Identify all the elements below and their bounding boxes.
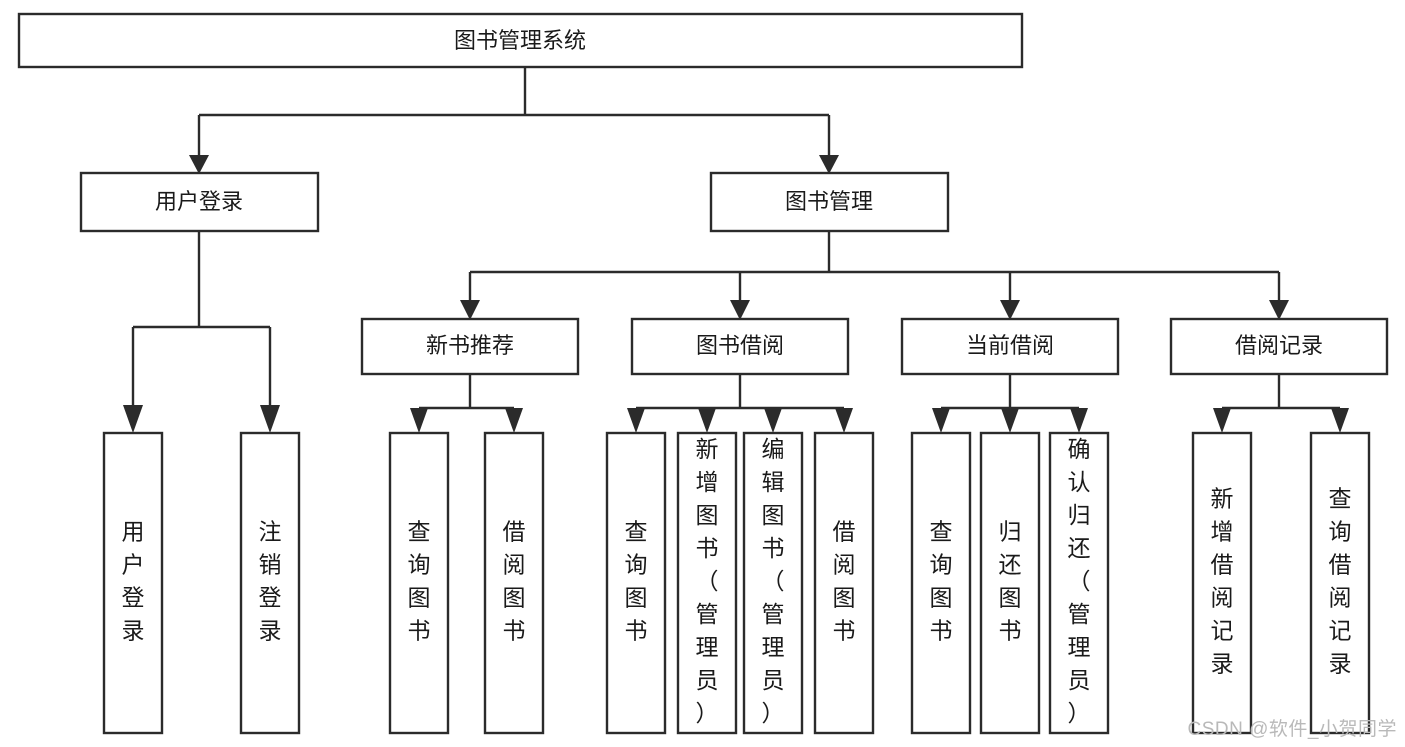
node-leaf-add-borrow-record[interactable]: 新增借阅记录 [1191,431,1253,735]
node-leaf-return-book-label: 归还图书 [999,519,1022,644]
node-leaf-logout-box[interactable] [239,431,301,735]
node-current-borrow-label: 当前借阅 [966,333,1054,358]
node-leaf-query-book-3[interactable]: 查询图书 [910,431,972,735]
node-root[interactable]: 图书管理系统 [17,12,1024,69]
node-borrow-record[interactable]: 借阅记录 [1169,317,1389,376]
node-user-login[interactable]: 用户登录 [79,171,320,233]
node-leaf-return-book[interactable]: 归还图书 [979,431,1041,735]
node-book-borrow-box[interactable] [630,317,850,376]
node-leaf-query-book-1[interactable]: 查询图书 [388,431,450,735]
node-leaf-return-book-box[interactable] [979,431,1041,735]
node-leaf-logout-label: 注销登录 [259,519,282,644]
node-leaf-add-book-admin-label: 新增图书（管理员） [696,436,719,726]
node-user-login-label: 用户登录 [155,189,243,214]
node-book-borrow[interactable]: 图书借阅 [630,317,850,376]
node-leaf-user-login-label: 用户登录 [122,519,145,644]
node-leaf-borrow-book-2-label: 借阅图书 [833,519,856,644]
node-leaf-query-book-1-label: 查询图书 [408,519,431,644]
node-leaf-query-book-3-box[interactable] [910,431,972,735]
node-leaf-query-book-2[interactable]: 查询图书 [605,431,667,735]
arrowhead-leaf-bb-3 [764,408,782,433]
arrowhead-user-login [189,155,209,174]
arrowhead-leaf-cb-1 [932,408,950,433]
node-leaf-edit-book-admin-label: 编辑图书（管理员） [762,436,785,726]
arrowhead-current-borrow [1000,300,1020,320]
node-book-manage-box[interactable] [709,171,950,233]
node-leaf-confirm-return-admin[interactable]: 确认归还（管理员） [1048,431,1110,735]
node-root-label: 图书管理系统 [454,28,586,53]
node-borrow-record-box[interactable] [1169,317,1389,376]
node-leaf-query-borrow-record[interactable]: 查询借阅记录 [1309,431,1371,735]
node-leaf-confirm-return-admin-box[interactable] [1048,431,1110,735]
node-leaf-logout[interactable]: 注销登录 [239,431,301,735]
arrowhead-borrow-record [1269,300,1289,320]
node-leaf-query-book-2-label: 查询图书 [625,519,648,644]
node-root-box[interactable] [17,12,1024,69]
arrowhead-leaf-user-login [123,405,143,433]
arrowhead-leaf-nbr-1 [410,408,428,433]
node-borrow-record-label: 借阅记录 [1235,333,1323,358]
arrowhead-leaf-br-2 [1331,408,1349,433]
node-leaf-borrow-book-1[interactable]: 借阅图书 [483,431,545,735]
arrowhead-leaf-nbr-2 [505,408,523,433]
node-leaf-add-borrow-record-label: 新增借阅记录 [1211,486,1234,677]
node-leaf-query-borrow-record-label: 查询借阅记录 [1329,486,1352,677]
arrowhead-leaf-bb-2 [698,408,716,433]
node-book-manage-label: 图书管理 [785,189,873,214]
arrowhead-new-book-rec [460,300,480,320]
arrowhead-leaf-logout [260,405,280,433]
node-leaf-borrow-book-2[interactable]: 借阅图书 [813,431,875,735]
arrowhead-leaf-cb-3 [1070,408,1088,433]
node-leaf-borrow-book-1-box[interactable] [483,431,545,735]
node-leaf-query-book-2-box[interactable] [605,431,667,735]
node-leaf-borrow-book-2-box[interactable] [813,431,875,735]
node-current-borrow-box[interactable] [900,317,1120,376]
node-leaf-confirm-return-admin-label: 确认归还（管理员） [1068,436,1091,726]
node-new-book-rec-label: 新书推荐 [426,333,514,358]
node-leaf-add-book-admin-box[interactable] [676,431,738,735]
node-leaf-add-book-admin[interactable]: 新增图书（管理员） [676,431,738,735]
node-leaf-add-borrow-record-box[interactable] [1191,431,1253,735]
node-leaf-query-book-1-box[interactable] [388,431,450,735]
node-leaf-user-login[interactable]: 用户登录 [102,431,164,735]
node-user-login-box[interactable] [79,171,320,233]
arrowhead-book-borrow [730,300,750,320]
node-new-book-rec[interactable]: 新书推荐 [360,317,580,376]
arrowhead-book-manage [819,155,839,174]
arrowhead-leaf-br-1 [1213,408,1231,433]
node-book-borrow-label: 图书借阅 [696,333,784,358]
node-leaf-borrow-book-1-label: 借阅图书 [503,519,526,644]
node-leaf-query-book-3-label: 查询图书 [930,519,953,644]
arrowhead-leaf-bb-4 [835,408,853,433]
arrowhead-leaf-bb-1 [627,408,645,433]
node-book-manage[interactable]: 图书管理 [709,171,950,233]
node-leaf-user-login-box[interactable] [102,431,164,735]
arrowhead-leaf-cb-2 [1001,408,1019,433]
node-current-borrow[interactable]: 当前借阅 [900,317,1120,376]
node-leaf-edit-book-admin-box[interactable] [742,431,804,735]
node-leaf-edit-book-admin[interactable]: 编辑图书（管理员） [742,431,804,735]
node-new-book-rec-box[interactable] [360,317,580,376]
arrowhead-layer [123,155,1349,433]
node-leaf-query-borrow-record-box[interactable] [1309,431,1371,735]
